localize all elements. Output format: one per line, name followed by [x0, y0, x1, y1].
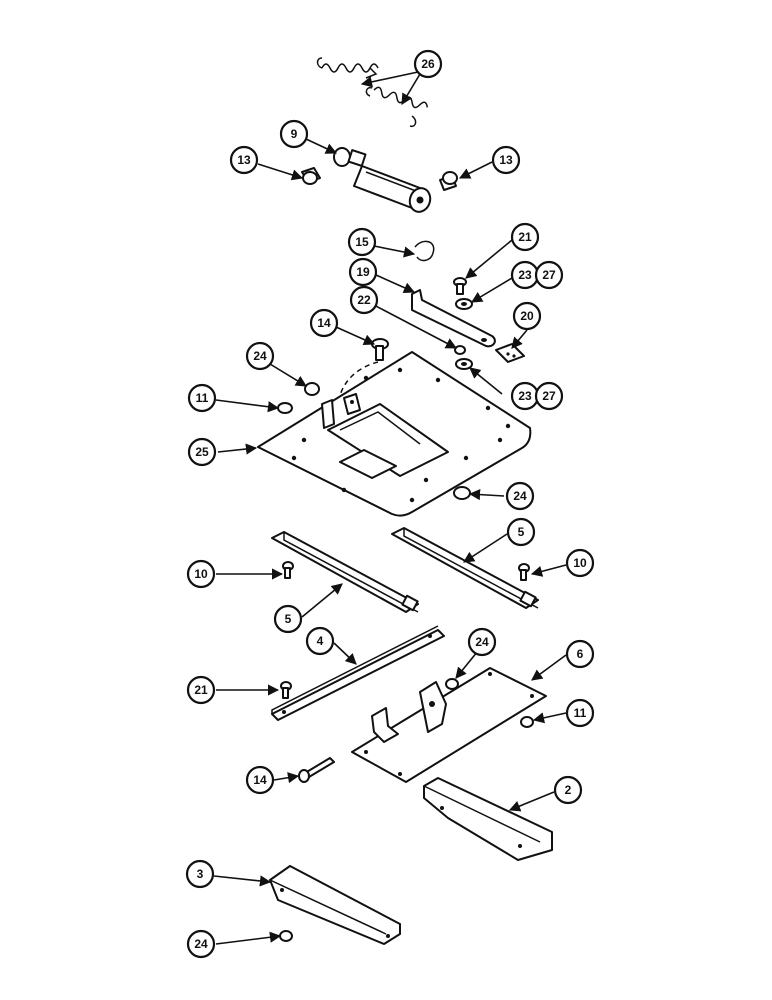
callout-11-b: 11 — [565, 698, 595, 728]
callout-11-b-label: 11 — [574, 706, 587, 720]
callout-20: 20 — [512, 301, 542, 331]
callout-6: 6 — [565, 639, 595, 669]
callout-22: 22 — [349, 285, 379, 315]
callout-11-a: 11 — [187, 383, 217, 413]
clevis-pin-part-14-bottom — [298, 757, 335, 783]
washer-part-23-bottom — [455, 358, 473, 370]
callout-27-bottom: 27 — [534, 381, 564, 411]
callout-21-top: 21 — [510, 222, 540, 252]
callout-3: 3 — [185, 859, 215, 889]
seat-base-plate-part-25 — [257, 351, 532, 517]
callout-15-label: 15 — [355, 235, 369, 249]
callout-2-label: 2 — [565, 783, 572, 797]
nut-part-11-a — [277, 402, 293, 414]
callout-22-label: 22 — [357, 293, 371, 307]
callout-24-a: 24 — [245, 341, 275, 371]
leader-lines — [213, 71, 567, 945]
callout-23-bottom-label: 23 — [518, 389, 532, 403]
callout-9-label: 9 — [291, 127, 298, 141]
bolt-part-21-top — [453, 277, 467, 295]
callout-10-left-label: 10 — [194, 567, 208, 581]
callout-25: 25 — [187, 437, 217, 467]
callout-13-right: 13 — [491, 145, 521, 175]
callout-23-top: 23 — [510, 260, 540, 290]
callout-24-c: 24 — [467, 627, 497, 657]
callout-14-top-label: 14 — [317, 316, 331, 330]
callout-10-left: 10 — [186, 559, 216, 589]
callout-3-label: 3 — [197, 867, 204, 881]
callout-13-right-label: 13 — [499, 153, 513, 167]
nut-part-24-c — [445, 678, 459, 690]
callout-27-top: 27 — [534, 260, 564, 290]
callout-10-right: 10 — [565, 548, 595, 578]
callout-24-b-label: 24 — [513, 489, 527, 503]
callout-24-d: 24 — [186, 929, 216, 959]
callout-2: 2 — [553, 775, 583, 805]
callout-24-b: 24 — [505, 481, 535, 511]
callout-14-bottom: 14 — [245, 765, 275, 795]
callout-24-c-label: 24 — [475, 635, 489, 649]
nut-part-11-b — [520, 716, 534, 728]
support-bracket-part-3 — [269, 865, 401, 945]
callout-21-bottom-label: 21 — [194, 683, 208, 697]
screw-part-10-right — [518, 563, 530, 581]
callout-5-right-label: 5 — [518, 525, 525, 539]
callout-23-bottom: 23 — [510, 381, 540, 411]
callout-21-top-label: 21 — [518, 230, 532, 244]
lever-bracket-part-19 — [411, 289, 496, 348]
callout-4: 4 — [305, 626, 335, 656]
nut-part-22 — [454, 345, 466, 355]
callout-15: 15 — [347, 227, 377, 257]
cross-bar-part-4 — [271, 625, 445, 721]
slide-rail-part-5-left — [271, 531, 419, 613]
nut-part-24-d — [279, 930, 293, 942]
callout-10-right-label: 10 — [573, 556, 587, 570]
pivot-pin-part-13-left — [301, 167, 321, 185]
nut-part-24-b — [453, 486, 471, 500]
callout-5-left-label: 5 — [285, 612, 292, 626]
callout-21-bottom: 21 — [186, 675, 216, 705]
callout-23-top-label: 23 — [518, 268, 532, 282]
callout-26-label: 26 — [421, 57, 435, 71]
callout-25-label: 25 — [195, 445, 209, 459]
callout-24-a-label: 24 — [253, 349, 267, 363]
tension-spring-part-26 — [316, 57, 429, 128]
callout-27-top-label: 27 — [542, 268, 556, 282]
pivot-pin-part-13-right — [439, 171, 458, 191]
gas-spring-part-9 — [333, 147, 432, 213]
slide-rail-part-5-right — [391, 527, 539, 609]
nut-part-24-a — [304, 382, 320, 396]
callout-13-left-label: 13 — [237, 153, 251, 167]
bolt-part-21-bottom — [280, 681, 292, 699]
lock-plate-part-20 — [495, 343, 525, 363]
callout-19-label: 19 — [356, 265, 370, 279]
callout-14-bottom-label: 14 — [253, 773, 267, 787]
callout-4-label: 4 — [317, 634, 324, 648]
callout-9: 9 — [279, 119, 309, 149]
callout-6-label: 6 — [577, 647, 584, 661]
callout-24-d-label: 24 — [194, 937, 208, 951]
callout-27-bottom-label: 27 — [542, 389, 556, 403]
callout-20-label: 20 — [520, 309, 534, 323]
screw-part-10-left — [282, 561, 294, 579]
callout-11-a-label: 11 — [196, 391, 209, 405]
callout-26: 26 — [413, 49, 443, 79]
callout-5-left: 5 — [273, 604, 303, 634]
mounting-plate-part-6 — [351, 667, 547, 783]
callout-13-left: 13 — [229, 145, 259, 175]
washer-part-23-top — [455, 298, 473, 310]
callout-14-top: 14 — [309, 308, 339, 338]
retaining-clip-part-15 — [414, 240, 435, 262]
callout-5-right: 5 — [506, 517, 536, 547]
support-bracket-part-2 — [423, 777, 553, 861]
callout-19: 19 — [348, 257, 378, 287]
